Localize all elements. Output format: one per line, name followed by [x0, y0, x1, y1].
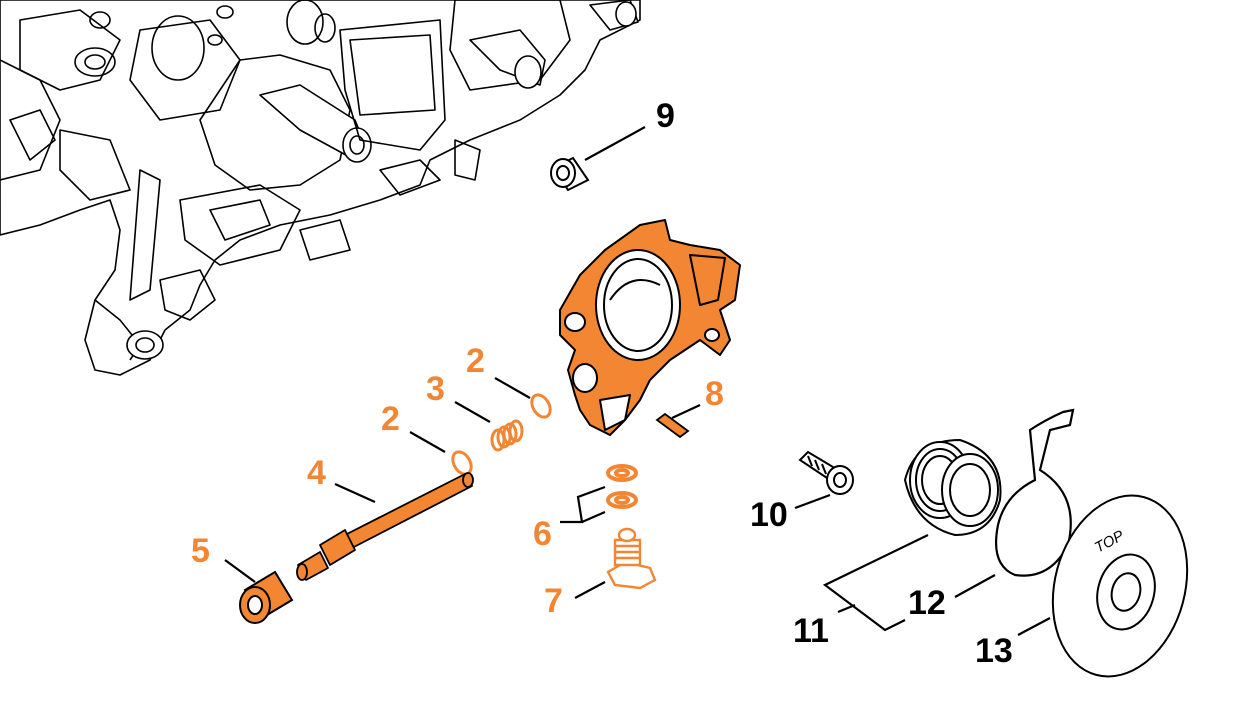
part-8-pin — [655, 412, 690, 439]
part-6-washers — [606, 464, 638, 509]
part-5-bushing — [239, 570, 294, 624]
callout-6: 6 — [533, 515, 552, 553]
callout-13: 13 — [975, 632, 1013, 670]
part-9-bushing — [550, 156, 590, 192]
part-4-pump-shaft — [296, 472, 474, 581]
callout-7: 7 — [544, 582, 563, 620]
callout-5: 5 — [191, 532, 210, 570]
callout-8: 8 — [705, 375, 724, 413]
leader-lines — [224, 126, 1051, 636]
callout-labels: 2 3 2 4 5 6 7 8 9 10 11 12 13 — [191, 97, 1013, 670]
oil-pump-body — [559, 219, 741, 436]
callout-4: 4 — [307, 454, 326, 492]
part-12-spring-clip — [994, 408, 1075, 577]
part-13-cover-disc: TOP — [1051, 494, 1189, 678]
part-3-spring — [490, 419, 524, 452]
callout-10: 10 — [750, 496, 788, 534]
callout-2-upper: 2 — [466, 342, 485, 380]
callout-12: 12 — [908, 584, 946, 622]
callout-2-lower: 2 — [381, 400, 400, 438]
crankcase-housing — [0, 0, 641, 376]
part-2-o-ring-lower — [451, 450, 473, 476]
part-11-drive-gear — [903, 438, 1002, 537]
part-7-adjusting-screw — [606, 527, 657, 590]
part-10-screw — [798, 450, 854, 495]
part-2-o-ring-upper — [530, 393, 552, 419]
callout-3: 3 — [426, 370, 445, 408]
callout-11: 11 — [793, 612, 829, 650]
callout-9: 9 — [656, 97, 675, 135]
